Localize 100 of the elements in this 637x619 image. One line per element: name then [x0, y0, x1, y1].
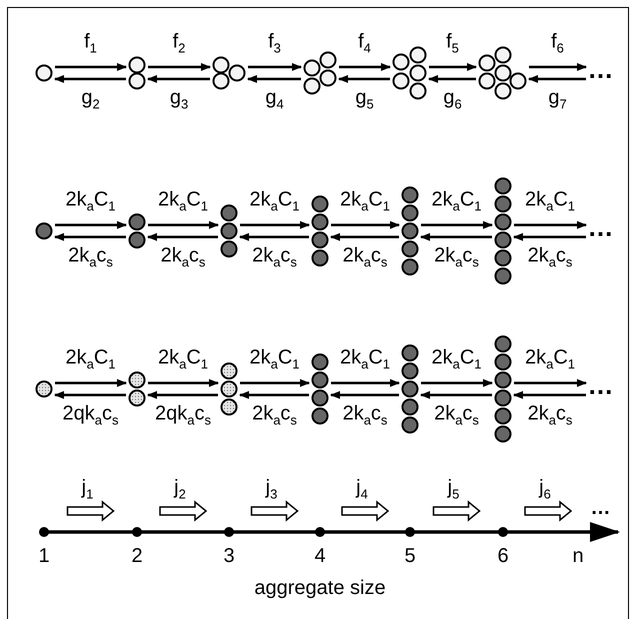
arrow	[55, 379, 127, 387]
arrow	[330, 391, 399, 399]
rate-label: f$_{5}$	[446, 30, 459, 58]
flux-label: j$_{3}$	[266, 476, 278, 504]
rate-label: 2qk$_{a}$c$_{s}$	[62, 402, 118, 430]
arrow	[240, 379, 310, 387]
arrow	[514, 221, 587, 229]
arrow	[529, 63, 587, 71]
arrow	[330, 233, 399, 241]
particle-cluster	[35, 64, 53, 82]
particle-cluster	[212, 56, 246, 90]
tick-label: n	[572, 545, 584, 567]
ellipsis: …	[588, 217, 612, 237]
axis-title: aggregate size	[254, 577, 386, 599]
particle-cluster	[392, 46, 427, 100]
particle-cluster	[128, 213, 146, 249]
particle-cluster	[478, 46, 527, 100]
particle-cluster	[128, 56, 146, 90]
rate-label: 2k$_{a}$C$_{1}$	[431, 188, 482, 216]
arrow	[420, 233, 492, 241]
ellipsis: …	[588, 375, 612, 395]
rate-label: 2k$_{a}$c$_{s}$	[252, 402, 297, 430]
arrow	[148, 221, 219, 229]
rate-label: 2k$_{a}$c$_{s}$	[434, 244, 479, 272]
particle-cluster	[401, 344, 419, 434]
arrow	[429, 63, 477, 71]
arrow	[239, 233, 309, 241]
tick-label: 2	[131, 545, 143, 567]
particle-cluster	[35, 380, 53, 398]
rate-label: 2k$_{a}$C$_{1}$	[65, 188, 116, 216]
particle-cluster	[494, 335, 512, 443]
tick-label: 1	[38, 545, 50, 567]
rate-label: f$_{2}$	[172, 30, 186, 58]
rate-label: 2k$_{a}$c$_{s}$	[252, 244, 297, 272]
arrow	[331, 379, 400, 387]
rate-label: 2k$_{a}$c$_{s}$	[160, 244, 206, 272]
rate-label: 2k$_{a}$C$_{1}$	[524, 346, 576, 374]
flux-label: j$_{2}$	[174, 476, 186, 504]
particle-cluster	[494, 177, 512, 285]
rate-label: 2qk$_{a}$c$_{s}$	[155, 402, 211, 430]
particle-cluster	[128, 371, 146, 407]
arrow	[54, 75, 126, 83]
arrow	[338, 75, 390, 83]
rate-label: 2k$_{a}$C$_{1}$	[249, 346, 300, 374]
arrow	[421, 221, 493, 229]
rate-label: 2k$_{a}$c$_{s}$	[342, 402, 388, 430]
rate-label: g$_{5}$	[355, 86, 374, 114]
rate-label: 2k$_{a}$C$_{1}$	[158, 346, 208, 374]
arrow	[339, 63, 391, 71]
arrow	[421, 379, 493, 387]
rate-label: f$_{6}$	[551, 30, 564, 58]
particle-cluster	[220, 204, 238, 258]
particle-cluster	[311, 353, 329, 425]
rate-label: 2k$_{a}$C$_{1}$	[431, 346, 482, 374]
arrow	[513, 391, 586, 399]
flux-label: j$_{5}$	[448, 476, 460, 504]
rate-label: 2k$_{a}$c$_{s}$	[68, 244, 113, 272]
rate-label: 2k$_{a}$C$_{1}$	[340, 346, 390, 374]
rate-label: g$_{3}$	[170, 86, 188, 114]
rate-label: 2k$_{a}$c$_{s}$	[528, 244, 572, 272]
rate-label: f$_{1}$	[84, 30, 97, 58]
arrow	[55, 63, 127, 71]
flux-label: j$_{6}$	[539, 476, 551, 504]
rate-label: 2k$_{a}$C$_{1}$	[524, 188, 576, 216]
arrow	[513, 233, 586, 241]
rate-label: f$_{3}$	[268, 30, 281, 58]
arrow	[240, 221, 310, 229]
rate-label: 2k$_{a}$C$_{1}$	[340, 188, 390, 216]
arrow	[147, 75, 210, 83]
rate-label: g$_{2}$	[81, 86, 100, 114]
arrow	[514, 379, 587, 387]
particle-cluster	[220, 362, 238, 416]
ellipsis: …	[588, 59, 612, 79]
arrow	[528, 75, 586, 83]
tick-label: 5	[404, 545, 416, 567]
arrow	[239, 391, 309, 399]
flux-label: j$_{1}$	[82, 476, 94, 504]
rate-label: g$_{7}$	[548, 86, 567, 114]
particle-cluster	[303, 51, 337, 95]
arrow	[147, 391, 218, 399]
particle-cluster	[35, 222, 53, 240]
arrow	[148, 63, 211, 71]
arrow	[148, 379, 219, 387]
rate-label: 2k$_{a}$C$_{1}$	[249, 188, 300, 216]
arrow	[420, 391, 492, 399]
tick-label: 3	[223, 545, 235, 567]
rate-label: 2k$_{a}$c$_{s}$	[342, 244, 388, 272]
tick-label: 4	[314, 545, 326, 567]
rate-label: 2k$_{a}$c$_{s}$	[434, 402, 479, 430]
arrow	[54, 391, 126, 399]
rate-label: 2k$_{a}$c$_{s}$	[528, 402, 572, 430]
flux-label: j$_{4}$	[356, 476, 368, 504]
arrow	[54, 233, 126, 241]
particle-cluster	[401, 186, 419, 276]
rate-label: g$_{4}$	[265, 86, 284, 114]
particle-cluster	[311, 195, 329, 267]
arrow	[331, 221, 400, 229]
rate-label: 2k$_{a}$C$_{1}$	[65, 346, 116, 374]
arrow	[55, 221, 127, 229]
arrow	[247, 75, 301, 83]
